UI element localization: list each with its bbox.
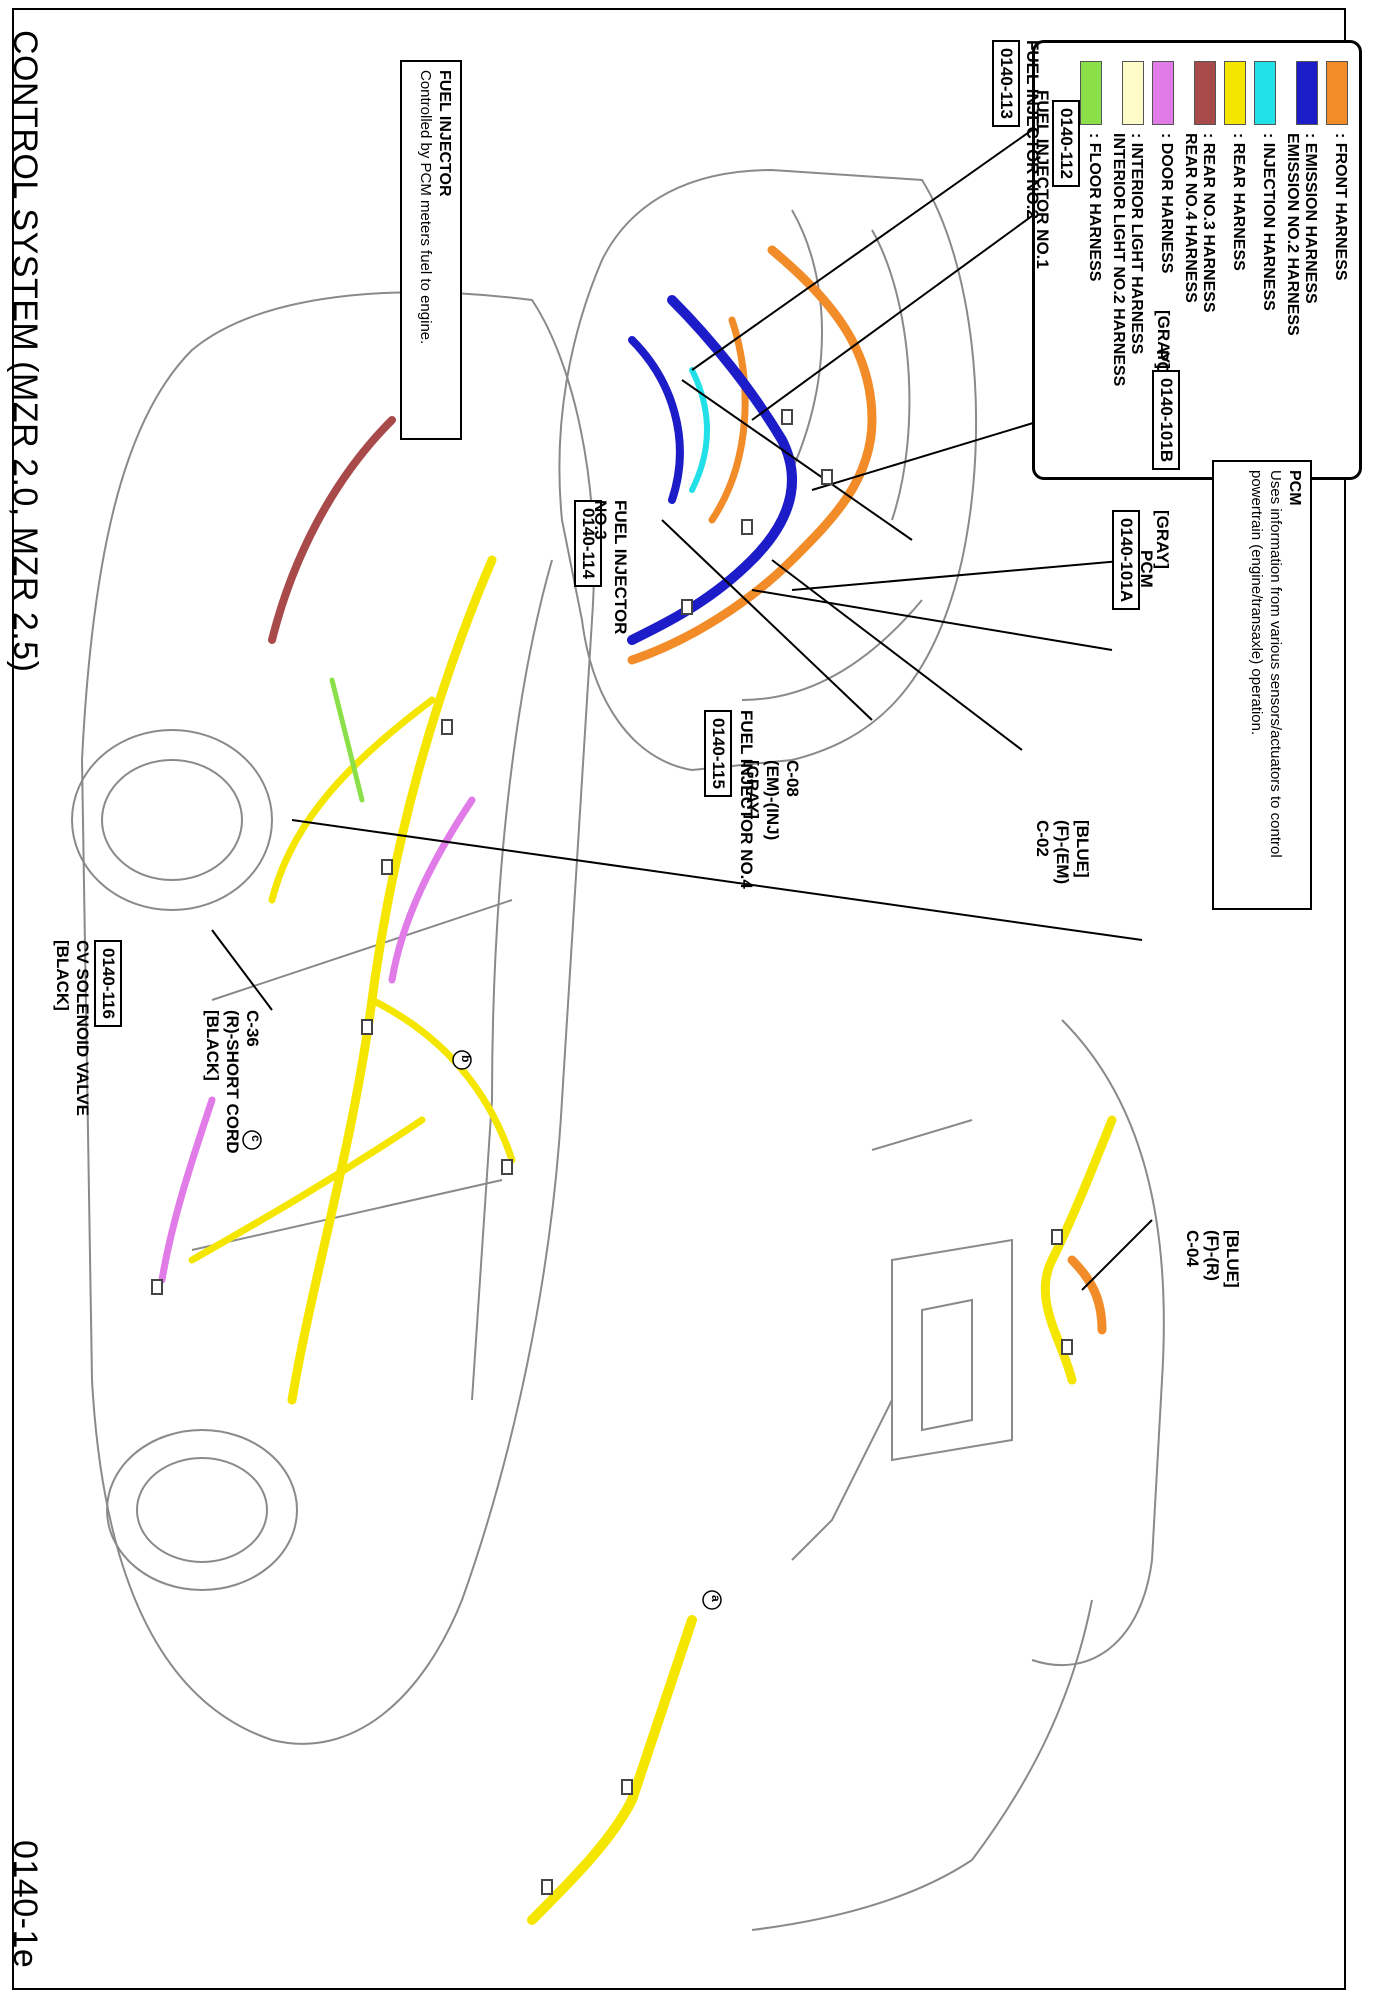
legend-swatch — [1080, 61, 1102, 125]
inj1-code: 0140-112 — [1052, 100, 1080, 187]
cv-name: CV SOLENOID VALVE [BLACK] — [53, 940, 92, 1117]
inj2-code: 0140-113 — [992, 40, 1020, 127]
pcm-b-code: 0140-101B — [1152, 370, 1180, 471]
engine-bay-outline — [558, 168, 978, 772]
fuel-injector-text: Controlled by PCM meters fuel to engine. — [417, 70, 434, 345]
c04-label: [BLUE] (F)-(R) C-04 — [1183, 1230, 1242, 1288]
leader-inj3 — [681, 379, 913, 541]
legend-swatch — [1152, 61, 1174, 125]
fuel-injector-heading: FUEL INJECTOR — [436, 70, 453, 197]
legend-label: : INTERIOR LIGHT HARNESS INTERIOR LIGHT … — [1110, 133, 1145, 387]
vehicle-body-outline — [80, 291, 595, 1745]
pcm-heading: PCM — [1286, 470, 1303, 506]
c08-label: C-08 (EM)-(INJ) [GRAY] — [743, 760, 802, 841]
pcm-text: Uses information from various sensors/ac… — [1248, 470, 1284, 858]
c36-label: C-36 (R)-SHORT CORD [BLACK] — [203, 1010, 262, 1154]
legend-swatch — [1326, 61, 1348, 125]
legend-label: : REAR NO.3 HARNESS REAR NO.4 HARNESS — [1182, 133, 1217, 313]
console-outline — [1031, 1019, 1165, 1666]
pcm-description: PCM Uses information from various sensor… — [1212, 460, 1312, 910]
legend-label: : FLOOR HARNESS — [1086, 133, 1103, 282]
front-harness — [627, 245, 877, 665]
c02-label: [BLUE] (F)-(EM) C-02 — [1033, 820, 1092, 885]
pcm-a-code: 0140-101A — [1112, 510, 1140, 611]
legend-label: : DOOR HARNESS — [1158, 133, 1175, 274]
fuel-injector-description: FUEL INJECTOR Controlled by PCM meters f… — [400, 60, 462, 440]
legend-label: : REAR HARNESS — [1230, 133, 1247, 271]
inj2-name: FUEL INJECTOR NO.2 — [1023, 40, 1042, 219]
inj3-name: FUEL INJECTOR NO.3 — [591, 500, 630, 635]
legend-swatch — [1254, 61, 1276, 125]
injection-harness — [689, 367, 710, 493]
inj4-code: 0140-115 — [704, 710, 732, 797]
cv-code: 0140-116 — [94, 940, 122, 1027]
legend-label: : EMISSION HARNESS EMISSION NO.2 HARNESS — [1284, 133, 1319, 336]
mark-b-label: b — [459, 1055, 473, 1063]
emission-harness — [627, 295, 797, 645]
harness-legend: : FRONT HARNESS : EMISSION HARNESS EMISS… — [1032, 40, 1362, 480]
legend-label: : FRONT HARNESS — [1332, 133, 1349, 281]
legend-swatch — [1224, 61, 1246, 125]
mark-a-label: a — [709, 1595, 723, 1602]
rear-no3-harness — [268, 416, 396, 644]
lower-console-harness — [527, 1615, 697, 1925]
legend-label: : INJECTION HARNESS — [1260, 133, 1277, 311]
legend-swatch — [1194, 61, 1216, 125]
legend-swatch — [1296, 61, 1318, 125]
floor-harness — [329, 677, 365, 803]
door-harness — [388, 796, 476, 984]
legend-swatch — [1122, 61, 1144, 125]
drawing-sheet — [12, 8, 1346, 1990]
console-harness — [1040, 1115, 1117, 1385]
